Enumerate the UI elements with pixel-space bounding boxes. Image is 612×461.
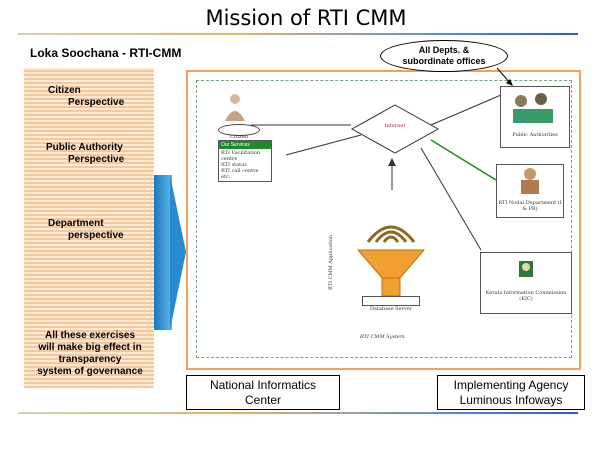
right-arrow-shaft (154, 175, 172, 330)
commission-label: Kerala Information Commission (KIC) (485, 290, 567, 302)
nic-label: National Informatics Center (186, 375, 340, 410)
summary-line: system of governance (37, 366, 143, 377)
commission-icon (519, 261, 533, 277)
slide-subtitle: Loka Soochana - RTI-CMM (30, 46, 182, 60)
citizen-service-item: RTI call centre etc. (221, 168, 259, 180)
diagram-connectors (251, 94, 502, 251)
database-funnel-icon (356, 249, 426, 297)
implementing-agency-label: Implementing Agency Luminous Infoways (437, 375, 585, 410)
citizen-perspective-line1: Citizen (48, 85, 81, 96)
summary-line: transparency (58, 354, 122, 365)
footer-rule (18, 412, 578, 414)
perspectives-panel (24, 68, 154, 388)
internet-label: Internet (384, 123, 406, 129)
citizen-node: Citizen (218, 124, 260, 140)
departments-callout: All Depts. & subordinate offices (380, 40, 508, 72)
nodal-department-node: RTI Nodal Department (I & PR) (496, 164, 564, 218)
citizen-services-header: Our Services (219, 141, 271, 149)
public-authority-perspective-line1: Public Authority (46, 142, 123, 153)
citizen-label: Citizen (230, 134, 248, 140)
agency-label-line1: Implementing Agency (453, 378, 569, 392)
nic-label-line2: Center (244, 393, 282, 407)
rti-cmm-system-boundary (196, 80, 572, 358)
summary-line: All these exercises (44, 330, 136, 341)
right-arrow-head (170, 175, 186, 330)
callout-line2: subordinate offices (402, 56, 486, 66)
nodal-department-label: RTI Nodal Department (I & PR) (498, 200, 562, 212)
citizen-service-item: RTI status (221, 162, 247, 168)
database-server-node: Database Server (362, 296, 420, 312)
signal-waves-icon (366, 225, 416, 243)
database-server-label: Database Server (369, 306, 413, 312)
summary-line: will make big effect in (38, 342, 142, 353)
public-authorities-label: Public Authorities (512, 132, 558, 138)
application-label: RTI CMM Application (328, 234, 334, 290)
title-rule (18, 33, 578, 35)
department-perspective-line1: Department (48, 218, 104, 229)
agency-label-line2: Luminous Infoways (459, 393, 563, 407)
callout-line1: All Depts. & (418, 45, 470, 55)
public-authorities-node: Public Authorities (500, 86, 570, 148)
public-authority-perspective-line2: Perspective (68, 154, 125, 165)
slide-title: Mission of RTI CMM (205, 6, 407, 30)
commission-node: Kerala Information Commission (KIC) (480, 252, 572, 314)
nodal-department-icon (521, 168, 539, 194)
system-label: RTI CMM System (360, 334, 405, 340)
department-perspective-line2: perspective (68, 230, 124, 241)
citizen-services-box: Our Services RTI Facilitation centre RTI… (218, 140, 272, 182)
citizen-perspective-line2: Perspective (68, 97, 125, 108)
callout-arrow (496, 67, 513, 86)
internet-cloud (350, 104, 440, 154)
nic-label-line1: National Informatics (209, 378, 317, 392)
citizen-icon (225, 94, 245, 121)
summary-text: All these exercises will make big effect… (26, 330, 154, 378)
public-authorities-icon (513, 93, 553, 123)
citizen-services-lines: RTI Facilitation centre RTI status RTI c… (219, 149, 271, 181)
citizen-service-item: RTI Facilitation centre (221, 150, 261, 162)
